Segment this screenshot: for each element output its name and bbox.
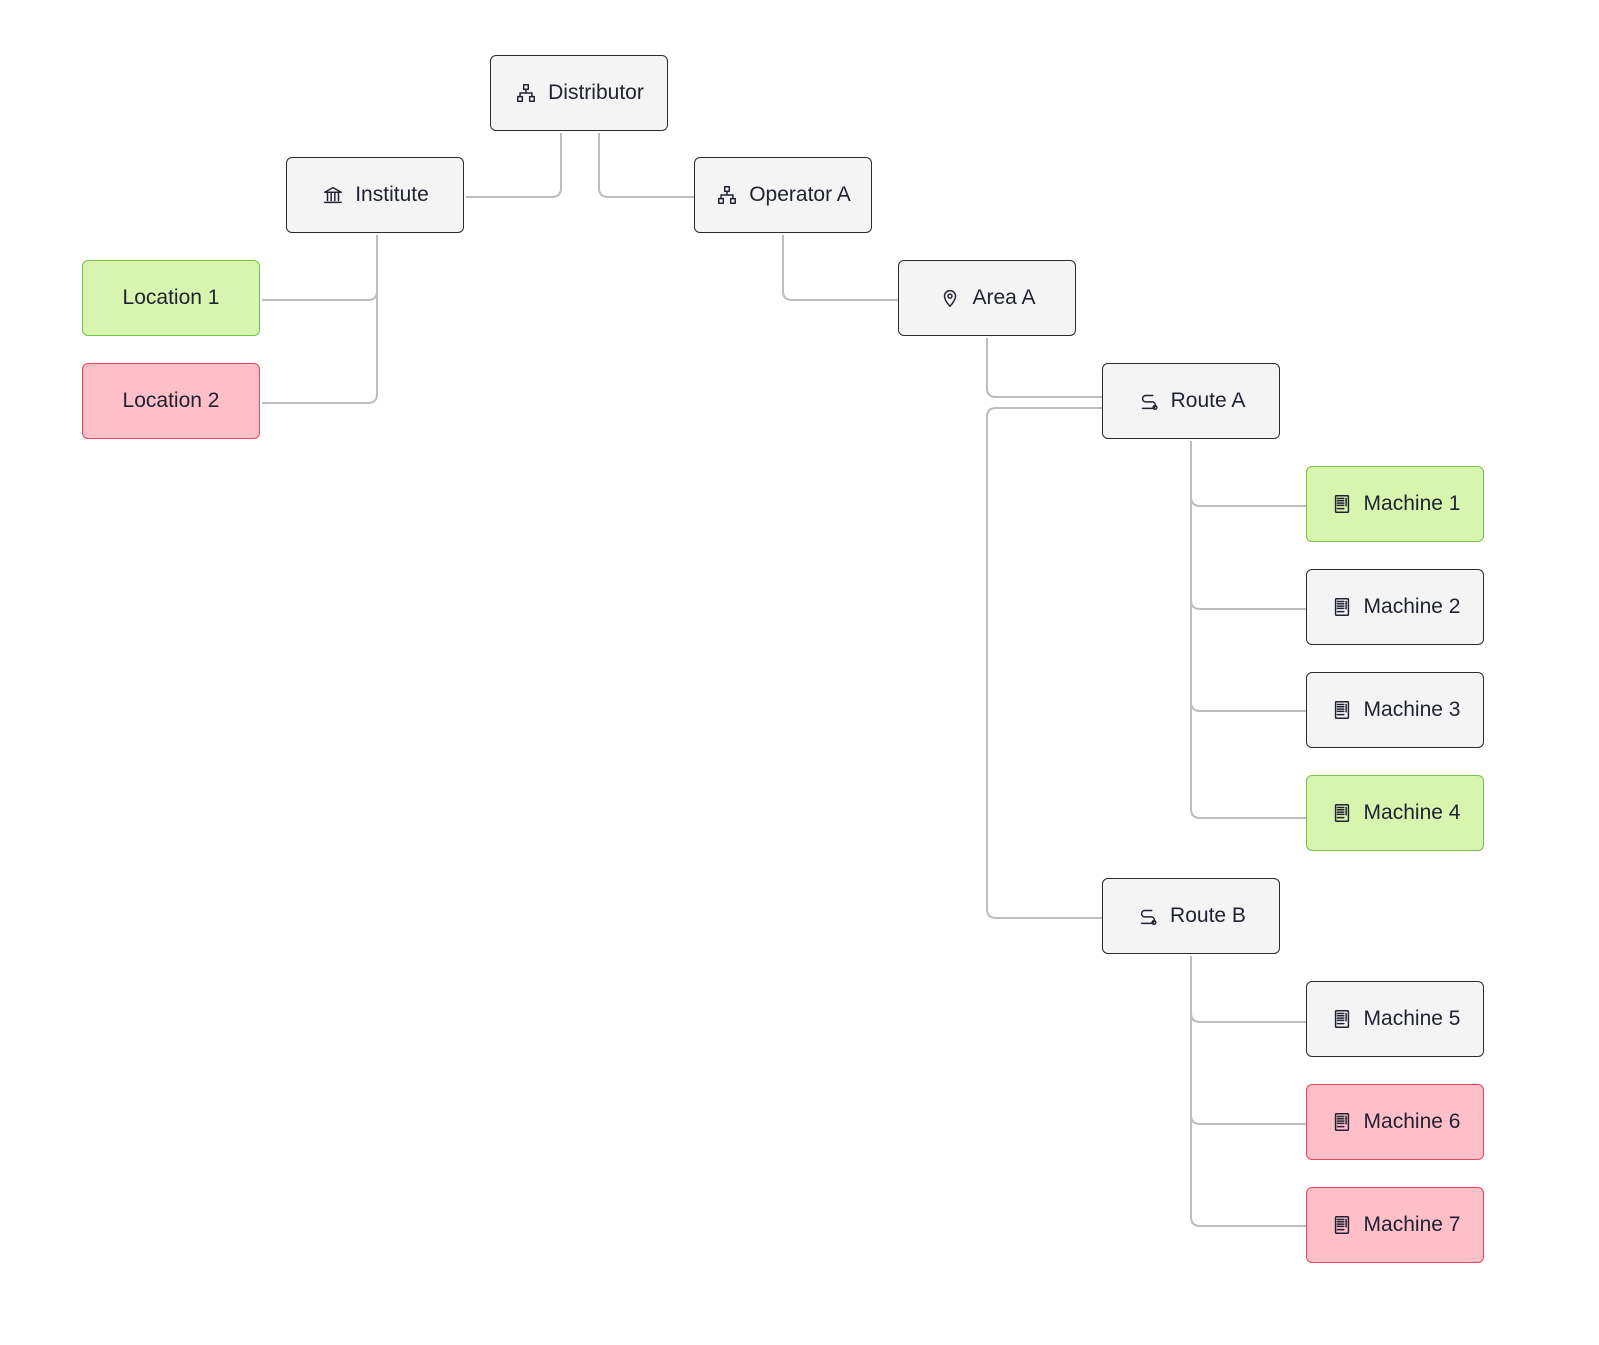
map-pin-icon — [938, 286, 962, 310]
node-label: Machine 4 — [1363, 801, 1461, 824]
edge-route-a-machine-1 — [1190, 441, 1306, 507]
network-icon — [715, 183, 739, 207]
node-institute[interactable]: Institute — [286, 157, 464, 233]
node-label: Route A — [1170, 389, 1246, 412]
node-label: Machine 3 — [1363, 698, 1461, 721]
edge-route-b-machine-6 — [1190, 956, 1306, 1125]
node-location-2[interactable]: Location 2 — [82, 363, 260, 439]
node-distributor[interactable]: Distributor — [490, 55, 668, 131]
edge-operator-a-area-a — [782, 235, 898, 301]
edge-route-a-machine-2 — [1190, 441, 1306, 610]
edge-area-a-route-a — [986, 338, 1102, 398]
edge-distributor-operator-a — [598, 133, 694, 198]
node-label: Machine 2 — [1363, 595, 1461, 618]
node-machine-7[interactable]: Machine 7 — [1306, 1187, 1484, 1263]
edge-route-a-machine-4 — [1190, 441, 1306, 819]
vending-machine-icon — [1330, 595, 1354, 619]
node-machine-6[interactable]: Machine 6 — [1306, 1084, 1484, 1160]
node-label: Area A — [972, 286, 1036, 309]
edge-area-a-route-b — [986, 407, 1102, 919]
node-machine-4[interactable]: Machine 4 — [1306, 775, 1484, 851]
edge-route-a-machine-3 — [1190, 441, 1306, 712]
node-machine-5[interactable]: Machine 5 — [1306, 981, 1484, 1057]
vending-machine-icon — [1330, 1007, 1354, 1031]
node-label: Machine 1 — [1363, 492, 1461, 515]
node-area-a[interactable]: Area A — [898, 260, 1076, 336]
network-icon — [514, 81, 538, 105]
vending-machine-icon — [1330, 492, 1354, 516]
node-machine-2[interactable]: Machine 2 — [1306, 569, 1484, 645]
route-icon — [1137, 389, 1161, 413]
edge-institute-location-1 — [262, 235, 378, 301]
node-label: Institute — [355, 183, 429, 206]
node-operator-a[interactable]: Operator A — [694, 157, 872, 233]
node-label: Machine 6 — [1363, 1110, 1461, 1133]
node-label: Machine 5 — [1363, 1007, 1461, 1030]
edge-distributor-institute — [466, 133, 562, 198]
node-machine-1[interactable]: Machine 1 — [1306, 466, 1484, 542]
node-location-1[interactable]: Location 1 — [82, 260, 260, 336]
node-route-a[interactable]: Route A — [1102, 363, 1280, 439]
vending-machine-icon — [1330, 698, 1354, 722]
edge-institute-location-2 — [262, 235, 378, 404]
node-label: Location 1 — [122, 286, 220, 309]
edge-route-b-machine-7 — [1190, 956, 1306, 1227]
edge-route-b-machine-5 — [1190, 956, 1306, 1023]
vending-machine-icon — [1330, 801, 1354, 825]
route-icon — [1136, 904, 1160, 928]
vending-machine-icon — [1330, 1213, 1354, 1237]
node-label: Machine 7 — [1363, 1213, 1461, 1236]
node-label: Operator A — [749, 183, 851, 206]
node-machine-3[interactable]: Machine 3 — [1306, 672, 1484, 748]
node-label: Route B — [1170, 904, 1246, 927]
node-label: Distributor — [548, 81, 644, 104]
bank-icon — [321, 183, 345, 207]
vending-machine-icon — [1330, 1110, 1354, 1134]
node-label: Location 2 — [122, 389, 220, 412]
node-route-b[interactable]: Route B — [1102, 878, 1280, 954]
